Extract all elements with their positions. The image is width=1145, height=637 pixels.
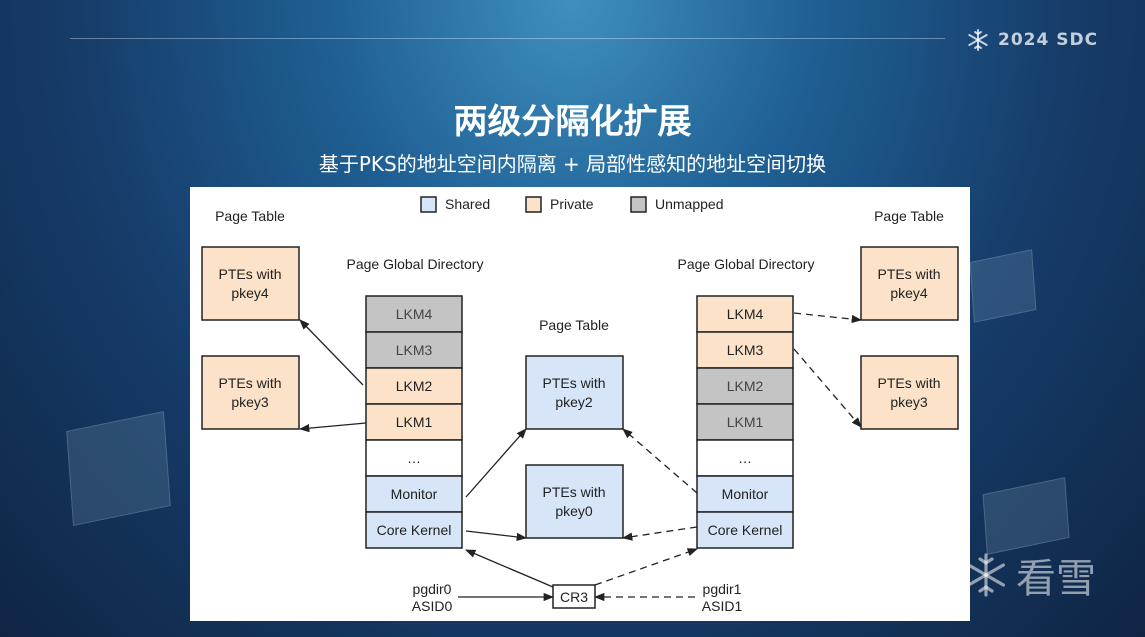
- svg-text:pkey0: pkey0: [555, 503, 593, 519]
- pte-box-center-pkey2: PTEs with pkey2: [525, 355, 624, 430]
- svg-text:pkey3: pkey3: [890, 394, 928, 410]
- legend-swatch-unmapped: [630, 196, 647, 213]
- right-pgd-entry-lkm3: LKM3: [696, 331, 794, 369]
- left-pgd-entry-label: LKM4: [396, 306, 433, 322]
- arrow-right-lkm4-to-pkey4: [793, 312, 863, 324]
- arrow-cr3-to-left-pgd: [465, 549, 554, 588]
- legend-swatch-private: [525, 196, 542, 213]
- left-pgd-entry-: …: [365, 439, 463, 477]
- asid1-label: ASID1: [702, 598, 743, 614]
- right-pgd-entry-: …: [696, 439, 794, 477]
- left-pgd-entry-monitor: Monitor: [365, 475, 463, 513]
- svg-text:pkey4: pkey4: [231, 285, 269, 301]
- header-divider: [70, 38, 945, 39]
- legend-label-private: Private: [550, 196, 594, 212]
- svg-text:pkey4: pkey4: [890, 285, 928, 301]
- pte-box-right-pkey4: PTEs with pkey4: [860, 246, 959, 321]
- right-pgd-entry-lkm4: LKM4: [696, 295, 794, 333]
- left-pgd-entry-lkm3: LKM3: [365, 331, 463, 369]
- arrow-monitor-to-pkey2: [465, 428, 527, 498]
- right-pgd-entry-monitor: Monitor: [696, 475, 794, 513]
- right-pgd-entry-label: LKM4: [727, 306, 764, 322]
- brand-text: 2024 SDC: [998, 30, 1099, 50]
- svg-text:CR3: CR3: [560, 589, 588, 605]
- arrow-right-core-to-pkey0: [621, 526, 698, 541]
- right-pgd-entry-label: LKM3: [727, 342, 764, 358]
- pte-box-center-pkey0: PTEs with pkey0: [525, 464, 624, 539]
- svg-text:PTEs with: PTEs with: [218, 266, 281, 282]
- page-title: 两级分隔化扩展: [453, 102, 692, 142]
- pte-box-left-pkey4: PTEs with pkey4: [201, 246, 300, 321]
- left-pgd-entry-label: Monitor: [391, 486, 438, 502]
- svg-text:PTEs with: PTEs with: [877, 375, 940, 391]
- arrow-lkm1-to-pkey3: [298, 422, 367, 433]
- right-pgd-entry-label: Monitor: [722, 486, 769, 502]
- left-pgd-entry-core-kernel: Core Kernel: [365, 511, 463, 549]
- right-pgd-entry-label: Core Kernel: [708, 522, 783, 538]
- pte-box-right-pkey3: PTEs with pkey3: [860, 355, 959, 430]
- arrow-right-lkm3-to-pkey3: [793, 348, 862, 428]
- arrow-cr3-to-right-pgd: [594, 548, 698, 586]
- left-pgd-entry-label: …: [407, 450, 421, 466]
- snowflake-icon: [966, 553, 1006, 597]
- right-page-table-label: Page Table: [874, 208, 944, 224]
- pgdir0-label: pgdir0: [413, 581, 452, 597]
- center-page-table-label: Page Table: [539, 317, 609, 333]
- left-pgd-label: Page Global Directory: [347, 256, 484, 272]
- left-page-table-label: Page Table: [215, 208, 285, 224]
- right-pgd-entry-label: LKM1: [727, 414, 764, 430]
- svg-text:pkey3: pkey3: [231, 394, 269, 410]
- legend-label-shared: Shared: [445, 196, 490, 212]
- legend-label-unmapped: Unmapped: [655, 196, 724, 212]
- decorative-cube: [969, 249, 1037, 323]
- diagram: Shared Private Unmapped Page Table Page …: [201, 196, 959, 614]
- left-pgd-entry-lkm1: LKM1: [365, 403, 463, 441]
- dashed-arrows: [593, 312, 863, 602]
- left-pgd-entry-lkm4: LKM4: [365, 295, 463, 333]
- right-pgd-entry-label: …: [738, 450, 752, 466]
- right-pgd-entry-lkm2: LKM2: [696, 367, 794, 405]
- arrow-core-to-pkey0: [465, 530, 528, 542]
- solid-arrows: [298, 319, 555, 602]
- left-pgd-entry-lkm2: LKM2: [365, 367, 463, 405]
- page-subtitle: 基于PKS的地址空间内隔离 + 局部性感知的地址空间切换: [318, 152, 827, 176]
- left-pgd-entry-label: LKM2: [396, 378, 433, 394]
- arrow-lkm2-to-pkey4: [299, 319, 364, 386]
- right-pgd-entry-core-kernel: Core Kernel: [696, 511, 794, 549]
- pgdir1-label: pgdir1: [703, 581, 742, 597]
- svg-text:PTEs with: PTEs with: [877, 266, 940, 282]
- right-pgd-entry-label: LKM2: [727, 378, 764, 394]
- legend-swatch-shared: [420, 196, 437, 213]
- svg-text:PTEs with: PTEs with: [542, 375, 605, 391]
- decorative-cube: [66, 410, 171, 527]
- pte-box-left-pkey3: PTEs with pkey3: [201, 355, 300, 430]
- snowflake-icon: [968, 29, 988, 51]
- right-pgd-label: Page Global Directory: [678, 256, 815, 272]
- brand: 2024 SDC: [966, 28, 1098, 52]
- left-pgd-entry-label: Core Kernel: [377, 522, 452, 538]
- diagram-canvas: Shared Private Unmapped Page Table Page …: [190, 187, 970, 621]
- arrow-right-monitor-to-pkey2: [622, 428, 698, 494]
- right-pgd-entry-lkm1: LKM1: [696, 403, 794, 441]
- left-pgd-entry-label: LKM3: [396, 342, 433, 358]
- asid0-label: ASID0: [412, 598, 453, 614]
- decorative-cube: [982, 477, 1070, 555]
- cr3-register: CR3: [552, 584, 596, 609]
- svg-text:PTEs with: PTEs with: [218, 375, 281, 391]
- left-pgd-entry-label: LKM1: [396, 414, 433, 430]
- legend: Shared Private Unmapped: [420, 196, 724, 213]
- svg-text:PTEs with: PTEs with: [542, 484, 605, 500]
- watermark: 看雪: [962, 546, 1096, 604]
- watermark-text: 看雪: [1016, 556, 1096, 602]
- svg-text:pkey2: pkey2: [555, 394, 593, 410]
